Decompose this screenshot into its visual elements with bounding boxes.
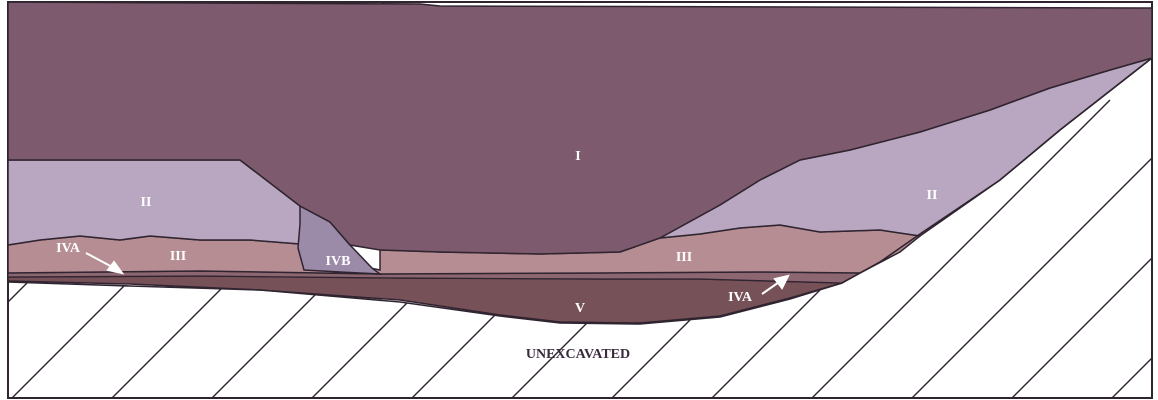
label-layer-ii-left: II xyxy=(141,195,152,210)
label-layer-iii-right: III xyxy=(676,250,692,265)
label-layer-ivb: IVB xyxy=(326,254,351,269)
label-layer-iii-left: III xyxy=(170,249,186,264)
label-layer-i: I xyxy=(575,149,580,164)
label-layer-ii-right: II xyxy=(927,188,938,203)
label-layer-v: V xyxy=(575,301,585,316)
label-layer-iva-left: IVA xyxy=(56,241,81,256)
label-layer-iva-right: IVA xyxy=(728,290,753,305)
label-unexcavated: UNEXCAVATED xyxy=(526,347,630,362)
